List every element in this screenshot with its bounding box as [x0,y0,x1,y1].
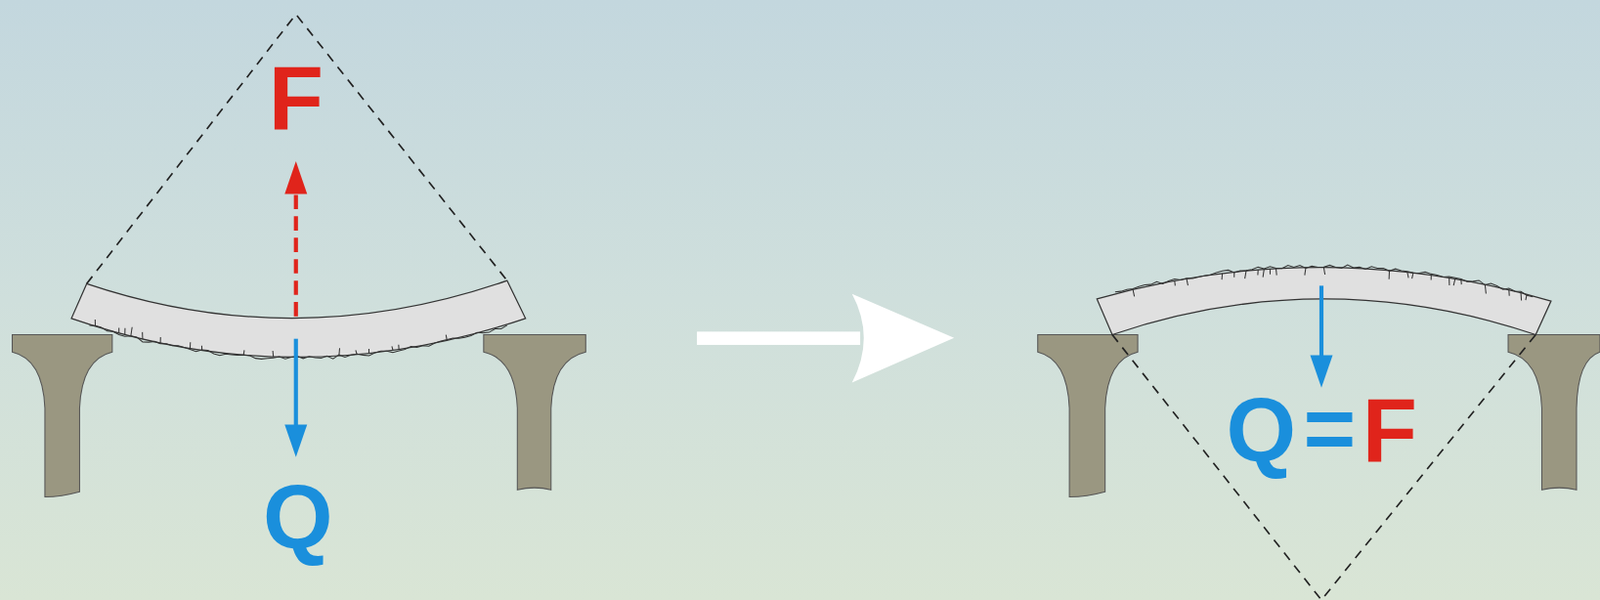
crack-tick [1412,272,1414,279]
load-arrowhead [284,424,307,457]
equals-sign: = [1302,383,1356,474]
crack-tick [1407,271,1409,278]
crack-tick [1132,289,1134,297]
crack-tick [1520,293,1523,302]
crack-tick [124,328,126,336]
crack-tick [1173,280,1176,286]
crack-line [1115,264,1533,298]
crack-tick [189,342,191,348]
crack-tick [1256,269,1258,275]
arched-slab [1096,267,1552,336]
force-arrow-shaft [294,191,299,316]
pier [1508,335,1600,491]
crack-tick [1448,277,1450,286]
crack-tick [1484,284,1486,294]
crack-tick [160,337,162,344]
transition-arrow [696,294,954,384]
load-arrow-shaft [294,339,299,430]
force-label: F [268,52,324,143]
pier [483,335,586,491]
crack-tick [1453,278,1456,286]
load-label: Q [262,472,334,563]
crack-tick [130,327,132,337]
crack-tick [1388,270,1390,280]
force-arrowhead [284,161,307,194]
crack-tick [391,345,393,350]
force-triangle [1112,335,1536,600]
crack-tick [1245,270,1247,279]
crack-tick [1460,279,1462,285]
cracks [1115,264,1533,301]
load-arrow-shaft [1319,285,1324,359]
right-panel [1037,264,1600,600]
crack-tick [141,332,143,340]
crack-tick [118,327,120,333]
pier [1037,335,1138,498]
crack-tick [1323,267,1325,275]
crack-tick [368,348,370,353]
crack-tick [1186,278,1188,286]
crack-tick [243,349,246,355]
force-label: F [1362,385,1418,476]
cracks [88,319,507,359]
left-panel [12,14,587,498]
load-label: Q [1226,385,1298,476]
crack-tick [397,345,399,350]
crack-tick [1430,275,1432,281]
sagging-slab [71,280,526,357]
crack-tick [1508,290,1510,297]
crack-tick [1269,268,1271,275]
crack-tick [1221,273,1224,280]
crack-tick [272,350,275,357]
crack-tick [1262,269,1264,278]
crack-tick [1275,268,1278,276]
pier [12,335,113,498]
crack-line [88,325,507,359]
